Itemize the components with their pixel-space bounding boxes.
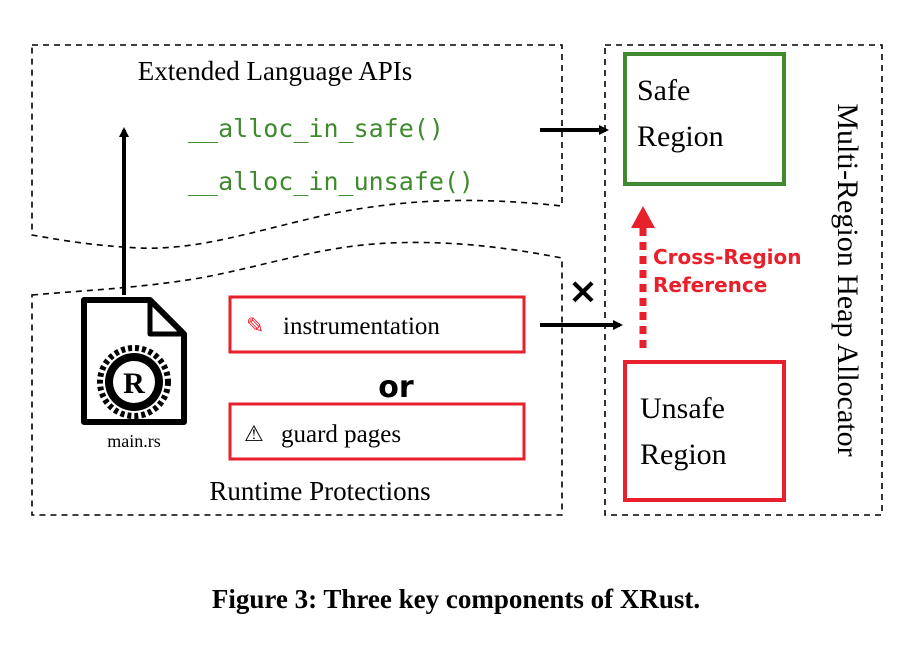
rust-file-icon: R — [81, 297, 187, 425]
instrumentation-box — [228, 295, 526, 354]
runtime-box-title: Runtime Protections — [209, 476, 430, 506]
warning-icon: ⚠ — [244, 422, 264, 447]
alloc-in-unsafe-function: __alloc_in_unsafe() — [188, 167, 474, 196]
guard-pages-label: guard pages — [281, 421, 401, 448]
unsafe-region-label-line2: Region — [640, 438, 727, 471]
heap-allocator-box — [604, 44, 883, 516]
cross-region-label-line2: Reference — [653, 273, 767, 297]
unsafe-region-box — [623, 360, 786, 502]
safe-region-label-line1: Safe — [637, 74, 690, 107]
svg-text:R: R — [123, 367, 145, 400]
unsafe-region-label-line1: Unsafe — [640, 392, 725, 425]
alloc-in-safe-function: __alloc_in_safe() — [188, 114, 444, 143]
cross-region-label-line1: Cross-Region — [653, 245, 802, 269]
guard-pages-box — [228, 402, 526, 461]
heap-allocator-title: Multi-Region Heap Allocator — [831, 103, 864, 456]
api-box-title: Extended Language APIs — [138, 56, 412, 86]
api-box-outline — [31, 44, 563, 249]
blocked-x-icon: × — [568, 271, 598, 312]
or-separator: or — [378, 370, 414, 405]
safe-region-label-line2: Region — [637, 120, 724, 153]
file-label: main.rs — [107, 431, 161, 451]
runtime-box-outline — [31, 241, 563, 516]
pencil-icon: ✎ — [246, 314, 264, 339]
instrumentation-label: instrumentation — [283, 313, 440, 340]
safe-region-box — [623, 52, 786, 186]
figure-caption: Figure 3: Three key components of XRust. — [212, 584, 700, 614]
cross-region-arrowhead — [631, 206, 655, 228]
